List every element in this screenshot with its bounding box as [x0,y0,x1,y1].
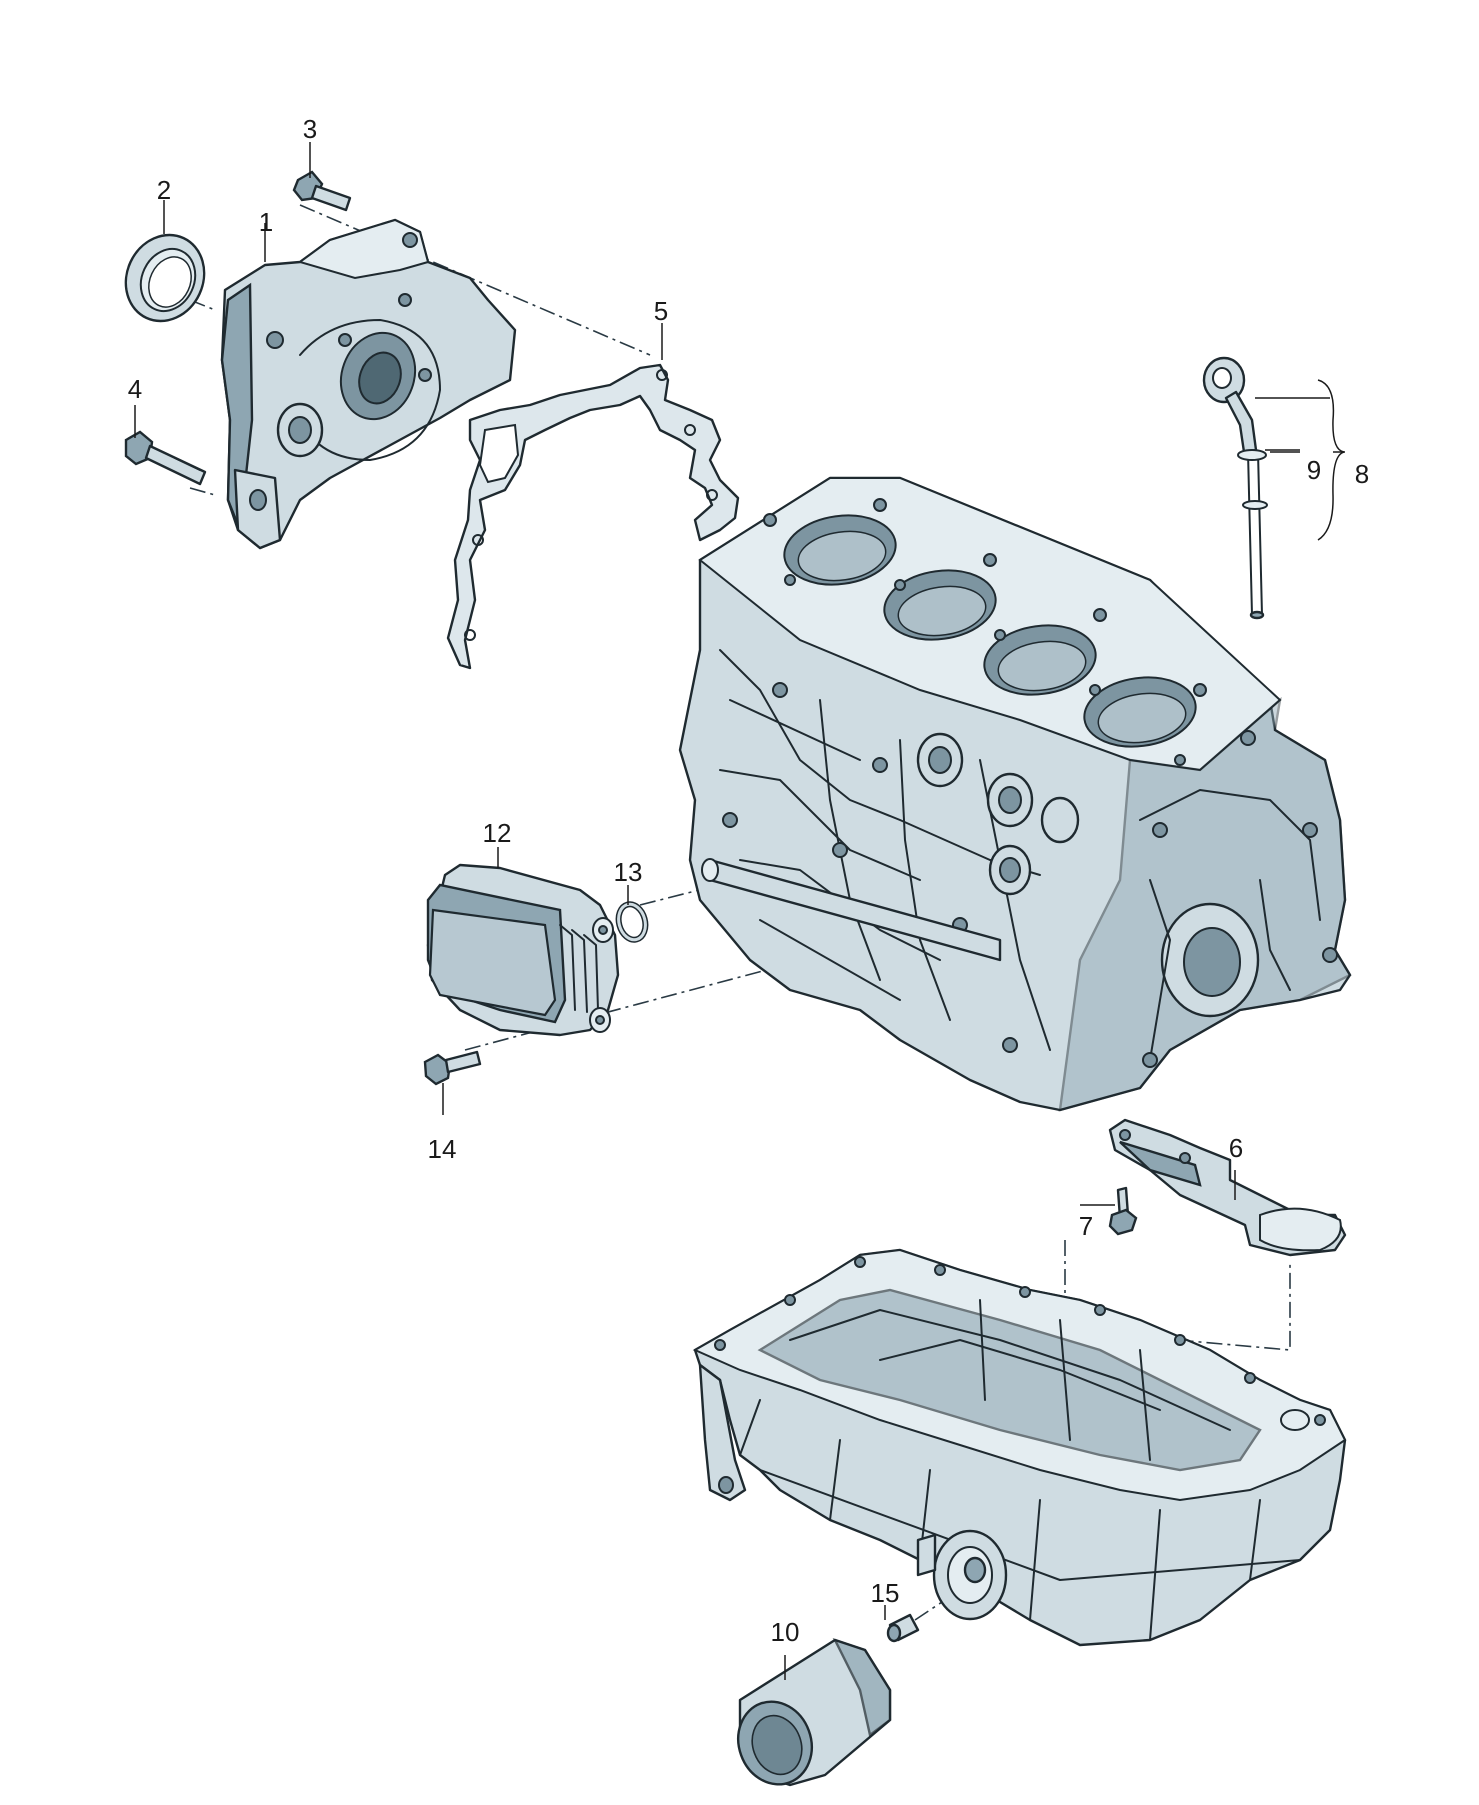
callout-8: 8 [1354,459,1370,489]
gasket-part-5 [446,363,740,670]
bolt-part-14 [423,1050,482,1086]
oil-filter-part-10 [737,1637,892,1787]
callout-3: 3 [302,114,318,144]
callout-14: 14 [427,1134,457,1164]
bolt-part-4 [124,430,207,486]
oil-pickup-part-6 [1108,1118,1347,1257]
oil-pan [692,1248,1347,1647]
callout-9: 9 [1306,455,1322,485]
callout-2: 2 [156,175,172,205]
callout-7: 7 [1078,1211,1094,1241]
callout-6: 6 [1228,1133,1244,1163]
callout-4: 4 [127,374,143,404]
engine-block [678,476,1352,1112]
bolt-part-3 [292,170,352,212]
dipstick-part-8 [1202,356,1268,620]
leader-lines [134,142,1300,1680]
callout-15: 15 [870,1578,900,1608]
o-ring-part-13 [615,901,649,943]
oil-pump-cover-part-1 [220,218,517,550]
callout-10: 10 [770,1617,800,1647]
seal-ring-part-2 [124,233,206,323]
callout-1: 1 [258,207,274,237]
stud-part-15 [886,1613,920,1643]
callout-13: 13 [613,857,643,887]
oil-cooler-part-12 [426,863,620,1037]
callout-5: 5 [653,296,669,326]
bolt-part-7 [1108,1186,1138,1236]
callout-12: 12 [482,818,512,848]
